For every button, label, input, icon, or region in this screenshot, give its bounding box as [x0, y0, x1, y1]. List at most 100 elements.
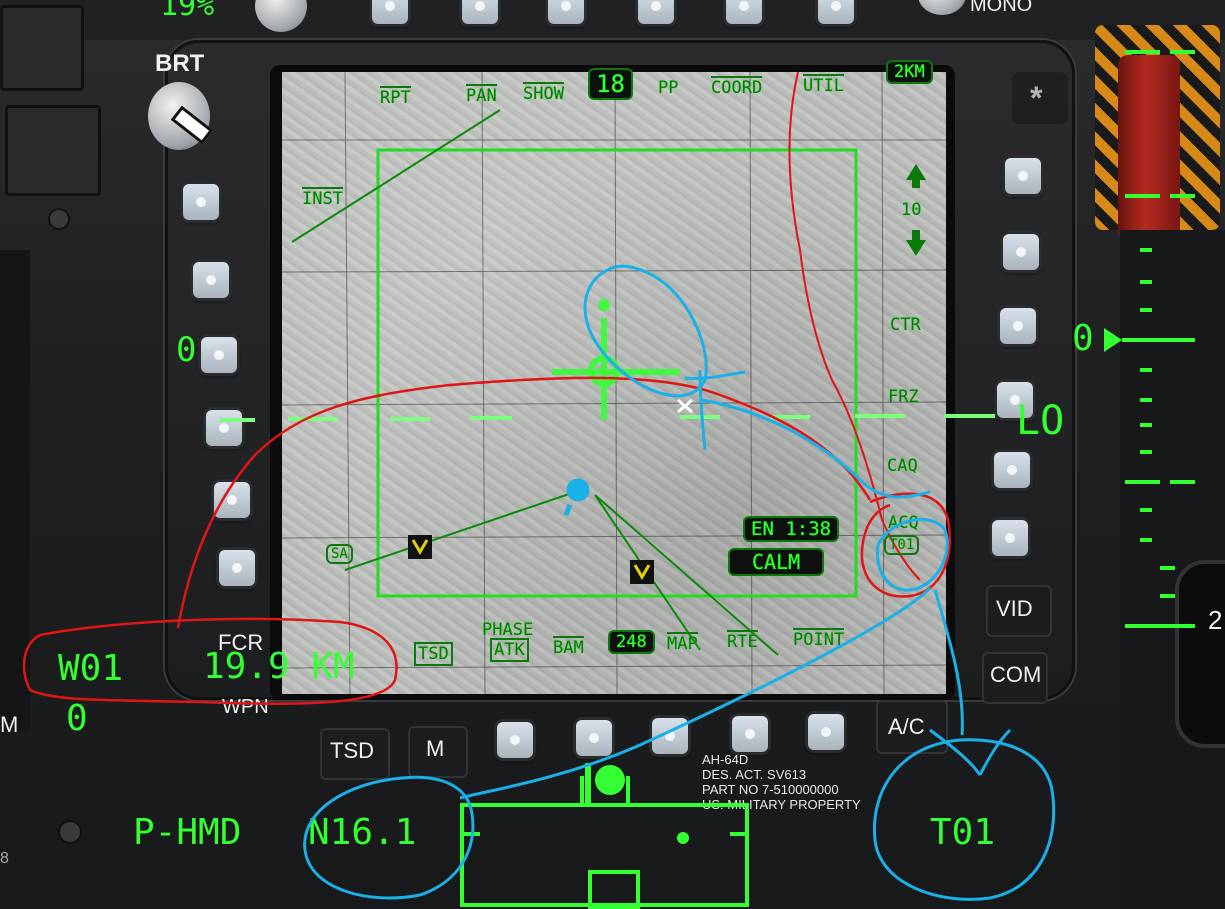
mfd-sa-button[interactable]: SA	[326, 544, 353, 564]
tsd-button[interactable]	[320, 728, 390, 780]
top-osb-1[interactable]	[372, 0, 408, 24]
m-button[interactable]	[408, 726, 468, 778]
hmd-heading-source: N16.1	[308, 812, 417, 853]
left-osb-3[interactable]	[201, 337, 237, 373]
mono-label: MONO	[970, 0, 1033, 16]
left-lower-panel	[0, 250, 30, 730]
hmd-right-zero: 0	[1072, 318, 1094, 359]
right-osb-5[interactable]	[994, 452, 1030, 488]
bottom-osb-5[interactable]	[808, 714, 844, 750]
scroll-arrows	[906, 164, 926, 256]
mfd-atk-button[interactable]: ATK	[490, 638, 529, 662]
right-osb-1[interactable]	[1005, 158, 1041, 194]
right-osb-4[interactable]	[997, 382, 1033, 418]
mfd-phase-label: PHASE	[482, 620, 534, 640]
hmd-mid-zero: 0	[66, 698, 88, 739]
hmd-hover-symbol	[585, 763, 625, 803]
left-edge-digit: 8	[0, 850, 9, 867]
fcr-label: FCR	[218, 630, 264, 655]
star-label: *	[1030, 80, 1043, 116]
nameplate-line-4: US. MILITARY PROPERTY	[702, 797, 861, 812]
top-osb-6[interactable]	[818, 0, 854, 24]
right-gauge	[1175, 560, 1225, 748]
red-annotations	[22, 376, 951, 706]
hmd-left-zero: 0	[176, 330, 197, 370]
mfd-pp-button[interactable]: PP	[658, 78, 679, 98]
com-button[interactable]	[982, 652, 1048, 704]
blue-annotations	[303, 264, 1056, 901]
ac-button-label: A/C	[888, 714, 925, 739]
com-button-label: COM	[990, 662, 1042, 687]
mfd-bam-button[interactable]: BAM	[553, 636, 584, 658]
hmd-mode: P-HMD	[133, 812, 242, 853]
mfd-caq-button[interactable]: CAQ	[887, 456, 918, 476]
right-osb-2[interactable]	[1003, 234, 1039, 270]
left-switch-1[interactable]	[0, 5, 84, 91]
mfd-map-button[interactable]: MAP	[667, 632, 698, 654]
fcr-red-line	[788, 71, 921, 581]
left-edge-m: M	[0, 712, 19, 737]
mfd-en-time-box: EN 1:38	[743, 516, 840, 542]
bottom-osb-2[interactable]	[576, 720, 612, 756]
mfd-acq-source: T01	[884, 535, 920, 555]
hmd-bottom-reticle	[460, 776, 749, 909]
right-osb-3[interactable]	[1000, 308, 1036, 344]
mfd-coord-button[interactable]: COORD	[711, 76, 763, 98]
bottom-osb-1[interactable]	[497, 722, 533, 758]
zoom-box	[376, 148, 858, 598]
red-guard-switch[interactable]	[1118, 55, 1180, 240]
bottom-osb-4[interactable]	[732, 716, 768, 752]
screw-left	[48, 208, 70, 230]
ownship-crosshair	[552, 299, 680, 420]
mfd-pan-button[interactable]: PAN	[466, 84, 497, 106]
horizon-dashes	[220, 414, 995, 422]
helicopter-symbol	[563, 478, 590, 516]
mfd-rte-button[interactable]: RTE	[727, 630, 758, 652]
mfd-en-label: EN	[751, 518, 774, 540]
mfd-show-button[interactable]: SHOW	[523, 82, 564, 104]
mfd-util-button[interactable]: UTIL	[803, 74, 844, 96]
brightness-knob[interactable]	[148, 82, 214, 150]
top-osb-5[interactable]	[726, 0, 762, 24]
mfd-rpt-button[interactable]: RPT	[380, 86, 411, 108]
mfd-inst-button[interactable]: INST	[302, 187, 343, 209]
top-osb-2[interactable]	[462, 0, 498, 24]
mfd-point-button[interactable]: POINT	[793, 628, 845, 650]
wpn-label: WPN	[222, 696, 269, 718]
left-osb-2[interactable]	[193, 262, 229, 298]
vid-button-label: VID	[996, 596, 1033, 621]
left-switch-2[interactable]	[5, 105, 101, 196]
star-button[interactable]	[1012, 72, 1068, 124]
mfd-en-time: 1:38	[785, 518, 832, 540]
mfd-248-button[interactable]: 248	[608, 630, 655, 654]
target-marker	[677, 398, 693, 414]
right-osb-6[interactable]	[992, 520, 1028, 556]
m-button-label: M	[426, 736, 445, 761]
hmd-distance: 19.9 KM	[203, 646, 355, 687]
tsd-button-label: TSD	[330, 738, 374, 763]
top-osb-3[interactable]	[548, 0, 584, 24]
mfd-frz-button[interactable]: FRZ	[888, 387, 919, 407]
hmd-target: T01	[930, 812, 996, 853]
mfd-tsd-button[interactable]: TSD	[414, 642, 453, 666]
threat-icons	[408, 535, 654, 584]
hmd-waypoint: W01	[58, 648, 124, 689]
vid-button[interactable]	[986, 585, 1052, 637]
hmd-lo-indicator: LO	[1016, 398, 1065, 444]
left-osb-4[interactable]	[206, 410, 242, 446]
top-osb-4[interactable]	[638, 0, 674, 24]
mfd-wind-box: CALM	[728, 548, 825, 576]
top-right-knob[interactable]	[918, 0, 966, 15]
mfd-scale-button[interactable]: 2KM	[886, 60, 933, 84]
nameplate-line-2: DES. ACT. SV613	[702, 767, 807, 782]
left-osb-5[interactable]	[214, 482, 250, 518]
brt-label: BRT	[155, 50, 205, 77]
mfd-ctr-button[interactable]: CTR	[890, 315, 921, 335]
left-osb-6[interactable]	[219, 550, 255, 586]
nameplate: AH-64D DES. ACT. SV613 PART NO 7-5100000…	[702, 752, 861, 812]
left-osb-1[interactable]	[183, 184, 219, 220]
top-strip	[0, 0, 1225, 40]
